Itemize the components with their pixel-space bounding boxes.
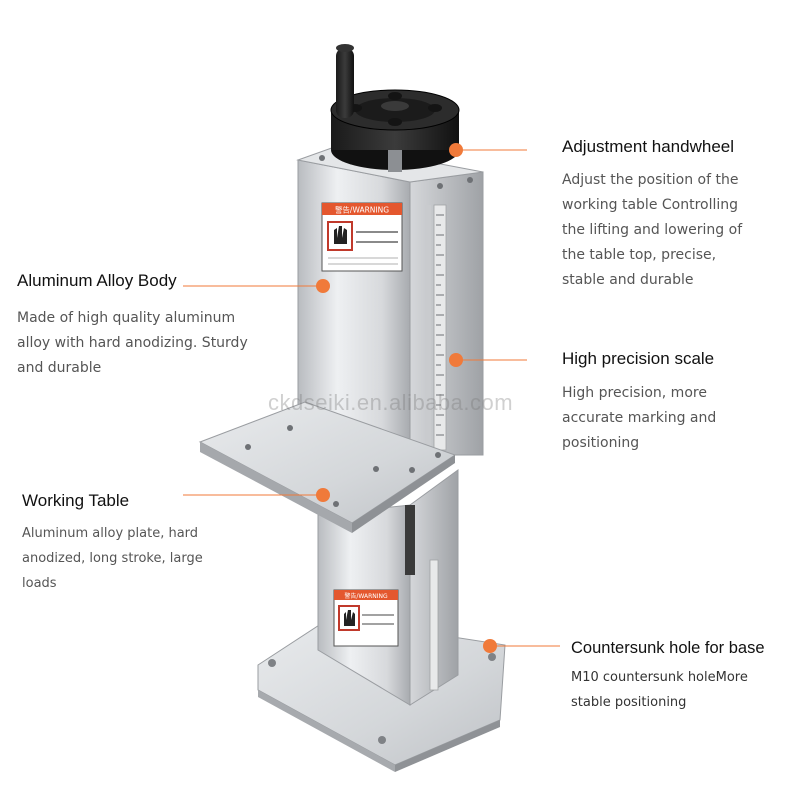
hand-warning-icon: [334, 226, 347, 244]
callout-dot-icon: [316, 488, 330, 502]
base-hole-icon: [488, 653, 496, 661]
warning-label-top: 警告/WARNING: [321, 202, 403, 272]
description-line: Adjust the position of the: [562, 172, 739, 188]
warning-label-text: 警告/WARNING: [344, 592, 388, 600]
description-line: positioning: [562, 435, 640, 451]
description-line: working table Controlling: [562, 197, 739, 213]
callout-description: Made of high quality aluminum alloy with…: [17, 306, 277, 381]
description-line: stable and durable: [562, 272, 694, 288]
callout-dots: [316, 143, 497, 653]
hand-warning-icon: [344, 610, 355, 626]
callout-lines: [183, 149, 560, 647]
callout-handwheel: Adjustment handwheel Adjust the position…: [562, 137, 792, 293]
callout-title: Working Table: [22, 491, 130, 510]
base-hole-icon: [268, 659, 276, 667]
callout-base: Countersunk hole for base M10 countersun…: [571, 639, 796, 715]
working-table-plate: [198, 401, 457, 533]
callout-title: Adjustment handwheel: [562, 137, 735, 156]
callout-description: High precision, more accurate marking an…: [562, 381, 792, 456]
callout-dot-icon: [316, 279, 330, 293]
base-hole-icon: [378, 736, 386, 744]
warning-label-text: 警告/WARNING: [335, 205, 389, 215]
callout-description: Aluminum alloy plate, hard anodized, lon…: [22, 521, 242, 596]
description-line: High precision, more: [562, 385, 707, 401]
description-line: Made of high quality aluminum: [17, 310, 236, 326]
callout-description: M10 countersunk holeMore stable position…: [571, 665, 796, 715]
callout-title: High precision scale: [562, 349, 715, 368]
handwheel-crank-handle: [336, 48, 354, 118]
description-line: accurate marking and: [562, 410, 717, 426]
description-line: stable positioning: [571, 695, 687, 710]
description-line: Aluminum alloy plate, hard: [22, 526, 199, 541]
description-line: alloy with hard anodizing. Sturdy: [17, 335, 248, 351]
callout-description: Adjust the position of the working table…: [562, 168, 792, 293]
description-line: and durable: [17, 360, 102, 376]
callout-dot-icon: [449, 143, 463, 157]
description-line: anodized, long stroke, large: [22, 551, 203, 566]
handwheel: [330, 44, 460, 172]
callout-dot-icon: [483, 639, 497, 653]
callout-title: Aluminum Alloy Body: [17, 271, 177, 290]
warning-label-bottom: 警告/WARNING: [333, 589, 399, 647]
callout-dot-icon: [449, 353, 463, 367]
description-line: M10 countersunk holeMore: [571, 670, 748, 685]
callout-table: Working Table Aluminum alloy plate, hard…: [22, 491, 242, 596]
watermark-text: ckdseiki.en.alibaba.com: [268, 390, 514, 415]
callout-scale: High precision scale High precision, mor…: [562, 349, 792, 456]
description-line: the lifting and lowering of: [562, 222, 743, 238]
description-line: the table top, precise,: [562, 247, 717, 263]
precision-scale: [425, 204, 447, 691]
callout-title: Countersunk hole for base: [571, 639, 765, 657]
callout-body: Aluminum Alloy Body Made of high quality…: [17, 271, 277, 381]
description-line: loads: [22, 576, 57, 591]
